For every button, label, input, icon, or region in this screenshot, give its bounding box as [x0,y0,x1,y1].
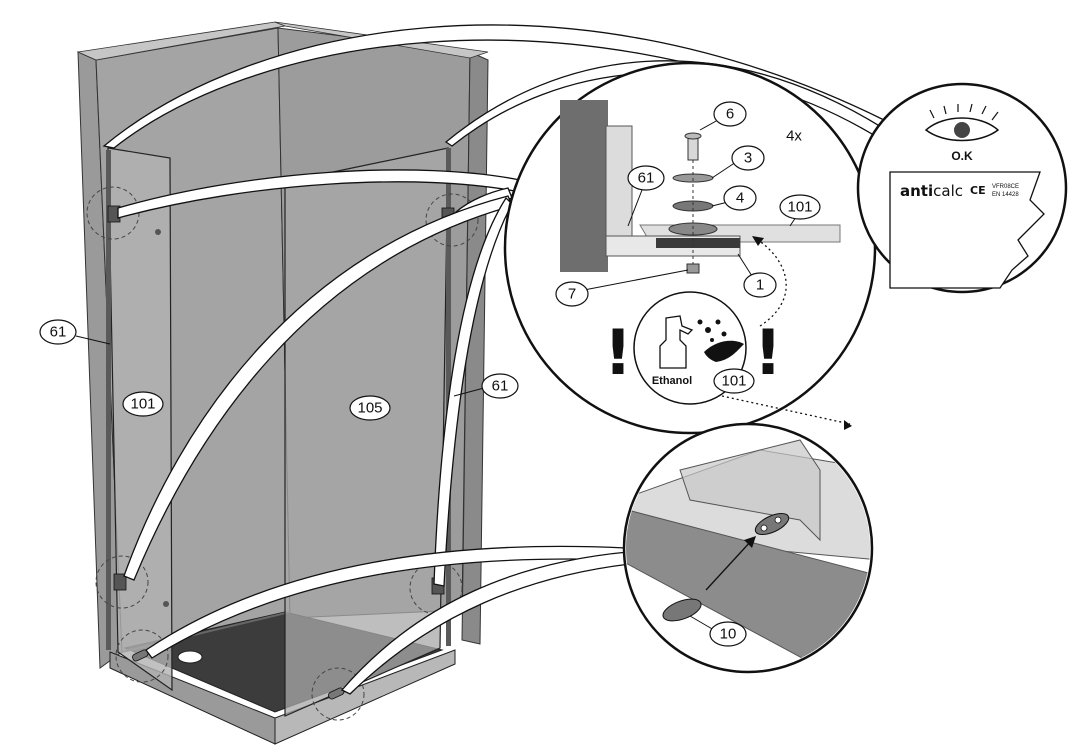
pad-arrowhead [744,536,756,548]
pad-loose [662,598,702,622]
callout-61-left: 61 [39,319,77,345]
spray-droplets [697,319,727,342]
drain [177,650,203,664]
warning-mark-right: ! [754,316,782,389]
magnifier-beams [102,24,887,695]
highlight-bottom-left [95,555,149,609]
detail-wall-block [560,100,608,272]
glass-hole-lower [163,601,169,607]
svg-text:4: 4 [736,190,744,207]
ethanol-label: Ethanol [652,375,692,387]
highlight-top-right [425,193,479,247]
detail-arrowhead [752,236,764,246]
glass-hole-upper [155,229,161,235]
detail-profile-bar [605,125,633,255]
detail-bubble-hardware: 6 3 4 61 101 1 7 4x Ethanol 101 ! ! [503,61,877,435]
eye-pupil [954,122,970,138]
bracket-bottom-left [113,573,127,591]
inspection-bubble: O.K anticalc CE VFR08CE EN 14428 [856,82,1068,294]
pad-mounted-hole-b [774,516,782,524]
pad-leader [689,615,715,631]
brand-logo: anticalc [900,182,963,200]
leader-61-right [453,387,485,397]
beam-detail-bottom-right [433,196,513,587]
callout-1: 1 [743,272,777,298]
glass-panel-left [107,147,173,692]
callout-101-cleaning: 101 [713,368,755,394]
ok-label: O.K [951,149,973,163]
detail-bracket-dark [656,238,740,248]
svg-text:7: 7 [568,286,576,303]
tray-front-right [274,649,456,745]
callout-105-panel: 105 [349,395,391,421]
callout-7: 7 [555,281,589,307]
detail-screw [687,135,699,161]
svg-text:61: 61 [638,170,655,187]
warning-mark-left: ! [604,316,632,389]
detail-nut [686,263,700,274]
callout-61-detail: 61 [627,165,665,191]
svg-text:1: 1 [756,277,764,294]
svg-text:105: 105 [357,400,382,417]
svg-text:101: 101 [787,199,812,216]
callout-101-panel: 101 [122,391,164,417]
cloth-icon [704,340,744,362]
cleaning-arrowhead [844,420,852,430]
highlight-pad-right [311,667,365,721]
pad-mounted-hole-a [760,524,768,532]
leader-61-left [75,335,111,345]
cleaning-arrow [721,395,851,425]
svg-text:6: 6 [726,106,734,123]
svg-text:61: 61 [492,378,509,395]
spec-line-2: EN 14428 [992,192,1019,198]
callout-61-right: 61 [481,373,519,399]
callout-6: 6 [713,101,747,127]
callout-3: 3 [731,145,765,171]
svg-text:101: 101 [721,373,746,390]
callout-101-detail: 101 [779,194,821,220]
spec-line-1: VFR08CE [992,184,1019,190]
callout-4: 4 [723,185,757,211]
ce-mark: CE [970,184,986,197]
detail-bubble-pad: 10 [622,422,874,674]
callout-10: 10 [709,621,747,647]
eyelashes [929,103,999,121]
pad-arrow-line [705,539,753,591]
svg-text:10: 10 [720,626,737,643]
highlight-pad-left [115,629,169,683]
anticalc-label-sticker [889,171,1045,289]
svg-text:101: 101 [130,396,155,413]
wall-profile-left [106,150,111,650]
spray-bottle-icon [659,315,694,369]
svg-text:61: 61 [50,324,67,341]
detail-screw-head [684,132,702,140]
svg-text:3: 3 [744,150,752,167]
quantity-label: 4x [786,128,802,145]
